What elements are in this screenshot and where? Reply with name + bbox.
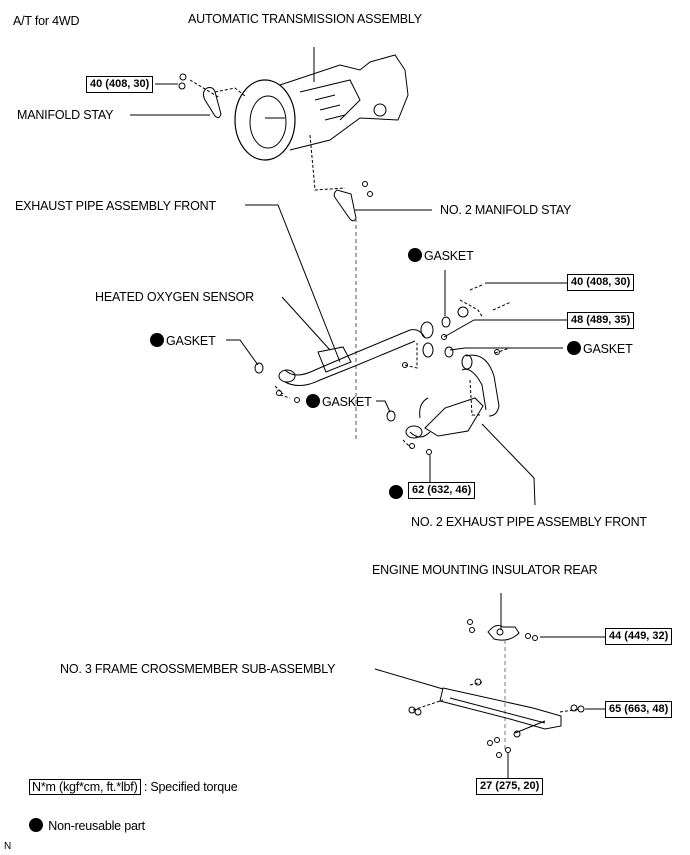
non-reusable-icon [306, 394, 320, 408]
leader-gasket-right [449, 347, 563, 351]
non-reusable-icon [29, 818, 43, 832]
non-reusable-icon [150, 333, 164, 347]
legend-torque-unit: N*m (kgf*cm, ft.*lbf) [29, 779, 141, 795]
gasket-left-text: GASKET [166, 334, 216, 348]
leader-exhaust-front [245, 204, 341, 363]
torque-exhaust-bolt-upper: 40 (408, 30) [567, 274, 635, 291]
gasket-top-label: GASKET [408, 248, 474, 263]
leader-no2-exhaust-pipe [481, 423, 536, 506]
crossmember-drawing [439, 687, 562, 730]
leader-crossmember [374, 668, 444, 690]
exhaust-pipe-front-label: EXHAUST PIPE ASSEMBLY FRONT [15, 199, 216, 213]
no2-manifold-stay-drawing [333, 189, 357, 222]
no2-exhaust-pipe-drawing [405, 354, 500, 439]
variant-label: A/T for 4WD [13, 14, 80, 28]
transmission-assembly-drawing [234, 54, 409, 161]
footer-code: N [4, 841, 12, 852]
leader-gasket-mid [376, 400, 391, 413]
gasket-left-label: GASKET [150, 333, 216, 348]
gasket-right-text: GASKET [583, 342, 633, 356]
gasket-mid-label: GASKET [306, 394, 372, 409]
gasket-top-text: GASKET [424, 249, 474, 263]
leader-oxygen-sensor [281, 296, 331, 351]
gasket-mid-text: GASKET [322, 395, 372, 409]
legend-torque-desc: : Specified torque [143, 780, 238, 794]
legend-non-reusable: Non-reusable part [29, 818, 145, 833]
torque-no2-exhaust-nut: 62 (632, 46) [408, 482, 476, 499]
torque-lower-bolt: 27 (275, 20) [476, 778, 544, 795]
no2-exhaust-pipe-label: NO. 2 EXHAUST PIPE ASSEMBLY FRONT [411, 515, 647, 529]
torque-exhaust-nut: 48 (489, 35) [567, 312, 635, 329]
insulator-drawing [487, 624, 520, 641]
transmission-label: AUTOMATIC TRANSMISSION ASSEMBLY [188, 12, 422, 26]
torque-crossmember-bolt: 65 (663, 48) [605, 701, 673, 718]
exhaust-pipe-front-drawing [278, 321, 434, 386]
no2-manifold-stay-label: NO. 2 MANIFOLD STAY [440, 203, 572, 217]
manifold-stay-label: MANIFOLD STAY [17, 108, 114, 122]
torque-manifold-stay-bolt: 40 (408, 30) [86, 76, 154, 93]
engine-mounting-insulator-label: ENGINE MOUNTING INSULATOR REAR [372, 563, 598, 577]
legend-torque: N*m (kgf*cm, ft.*lbf) : Specified torque [29, 779, 238, 795]
crossmember-label: NO. 3 FRAME CROSSMEMBER SUB-ASSEMBLY [60, 662, 336, 676]
gasket-right-label: GASKET [567, 341, 633, 356]
heated-oxygen-sensor-label: HEATED OXYGEN SENSOR [95, 290, 254, 304]
torque-insulator-bolt: 44 (449, 32) [605, 628, 673, 645]
manifold-stay-drawing [202, 87, 222, 119]
legend-non-reusable-text: Non-reusable part [48, 819, 145, 833]
non-reusable-icon [567, 341, 581, 355]
leader-gasket-left [226, 339, 259, 366]
non-reusable-icon [389, 485, 403, 499]
leader-torque-exhaust-nut [443, 319, 567, 338]
non-reusable-icon [408, 248, 422, 262]
